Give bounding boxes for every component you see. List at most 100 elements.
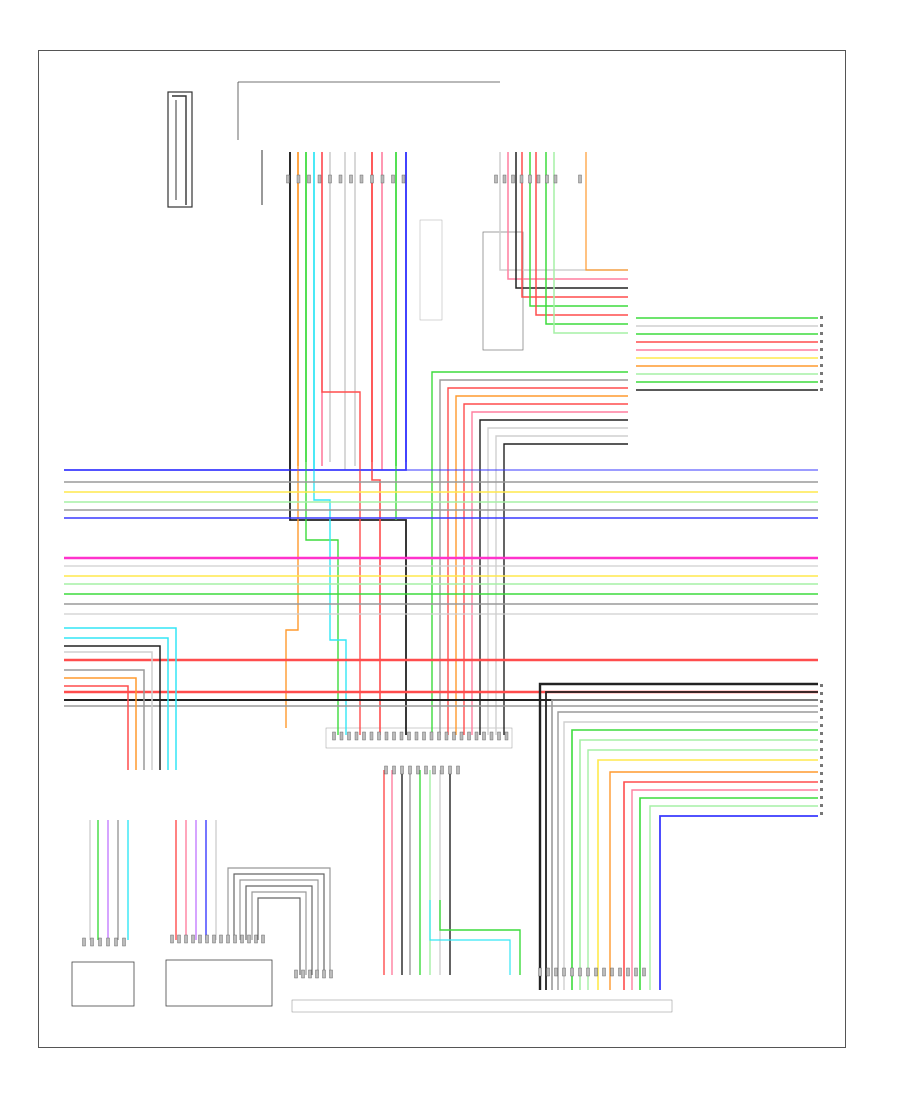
wire-mid-fan	[479, 419, 628, 735]
component-outlines	[71, 91, 673, 1013]
pin	[459, 731, 464, 741]
pin	[414, 731, 419, 741]
pin	[562, 967, 566, 977]
wire-left-stub	[64, 685, 129, 770]
wire-mid-fan	[463, 403, 628, 735]
pin	[437, 731, 441, 741]
wire-bracket	[233, 873, 325, 975]
wire-bracket	[245, 885, 313, 975]
wire-bottom-right	[659, 815, 818, 990]
wire-mid-fan	[439, 379, 628, 735]
terminal-mark	[820, 684, 823, 687]
wire-left-stub	[64, 645, 161, 770]
wire-left-stub	[64, 627, 177, 770]
terminal-mark	[820, 332, 823, 335]
pin	[198, 934, 202, 944]
pin	[219, 934, 223, 944]
wire-bottom-right	[623, 781, 818, 990]
pin	[408, 765, 412, 775]
pin	[205, 934, 209, 944]
pin	[474, 731, 479, 741]
terminal-mark	[820, 708, 823, 711]
wire-black-main	[289, 152, 407, 735]
terminal-mark	[820, 764, 823, 767]
pin	[586, 967, 590, 977]
terminal-mark	[820, 340, 823, 343]
pin	[594, 967, 598, 977]
pin	[553, 174, 558, 184]
pin	[322, 969, 326, 979]
pin	[642, 967, 646, 977]
pin	[247, 934, 251, 944]
terminal-mark	[820, 780, 823, 783]
pin	[497, 731, 501, 741]
pin	[407, 731, 411, 741]
pin	[546, 967, 550, 977]
terminal-mark	[820, 380, 823, 383]
terminal-mark	[820, 756, 823, 759]
pin	[184, 934, 188, 944]
pin	[349, 174, 353, 184]
pin	[226, 934, 230, 944]
wire-bottom-right	[545, 691, 818, 990]
pin	[399, 731, 404, 741]
pin	[536, 174, 541, 184]
terminal-mark	[820, 324, 823, 327]
pin	[489, 731, 494, 741]
terminal-mark	[820, 772, 823, 775]
terminal-mark	[820, 348, 823, 351]
pin	[286, 174, 290, 184]
pin	[380, 174, 385, 184]
terminal-mark	[820, 740, 823, 743]
speaker-left-front-outline	[71, 961, 135, 1007]
antenna-cable	[172, 95, 187, 205]
pin	[338, 174, 343, 184]
pin	[384, 731, 389, 741]
pin	[494, 174, 498, 184]
pin	[578, 174, 582, 184]
pin	[332, 731, 336, 741]
wire-bracket	[257, 897, 301, 975]
wire-orange-right	[585, 152, 628, 271]
pin	[432, 765, 436, 775]
audio-unit-top-outline	[419, 219, 443, 321]
wire-top-right	[507, 152, 628, 280]
pin	[444, 731, 449, 741]
wire-mid-fan	[471, 411, 628, 735]
terminal-mark	[820, 700, 823, 703]
connector-pins	[82, 174, 823, 979]
wire-center-cyan	[429, 900, 511, 975]
pin	[602, 967, 606, 977]
pin	[626, 967, 630, 977]
wire-bottom-right	[557, 711, 818, 990]
center-connector-block	[325, 727, 513, 749]
wire-left-stub	[64, 677, 137, 770]
terminal-mark	[820, 732, 823, 735]
wire-bottom-right	[587, 749, 818, 990]
pin	[502, 174, 507, 184]
pin	[545, 174, 549, 184]
connector-top-right-outline	[482, 231, 524, 351]
pin	[177, 934, 181, 944]
terminal-mark	[820, 812, 823, 815]
pin	[191, 934, 195, 944]
wire-red-a	[321, 152, 361, 735]
pin	[424, 765, 428, 775]
pin	[511, 174, 515, 184]
terminal-mark	[820, 788, 823, 791]
pin	[369, 731, 374, 741]
pin	[392, 731, 396, 741]
wire-bracket	[251, 891, 307, 975]
wire-layer	[64, 81, 818, 990]
wire-green	[305, 152, 339, 735]
antenna-lead-outline	[167, 91, 193, 208]
pin	[440, 765, 444, 775]
pin	[618, 967, 622, 977]
pin	[233, 934, 237, 944]
terminal-mark	[820, 796, 823, 799]
pin	[90, 937, 94, 947]
pin	[456, 765, 460, 775]
wire-top-right	[529, 152, 628, 307]
pin	[98, 937, 102, 947]
terminal-mark	[820, 316, 823, 319]
